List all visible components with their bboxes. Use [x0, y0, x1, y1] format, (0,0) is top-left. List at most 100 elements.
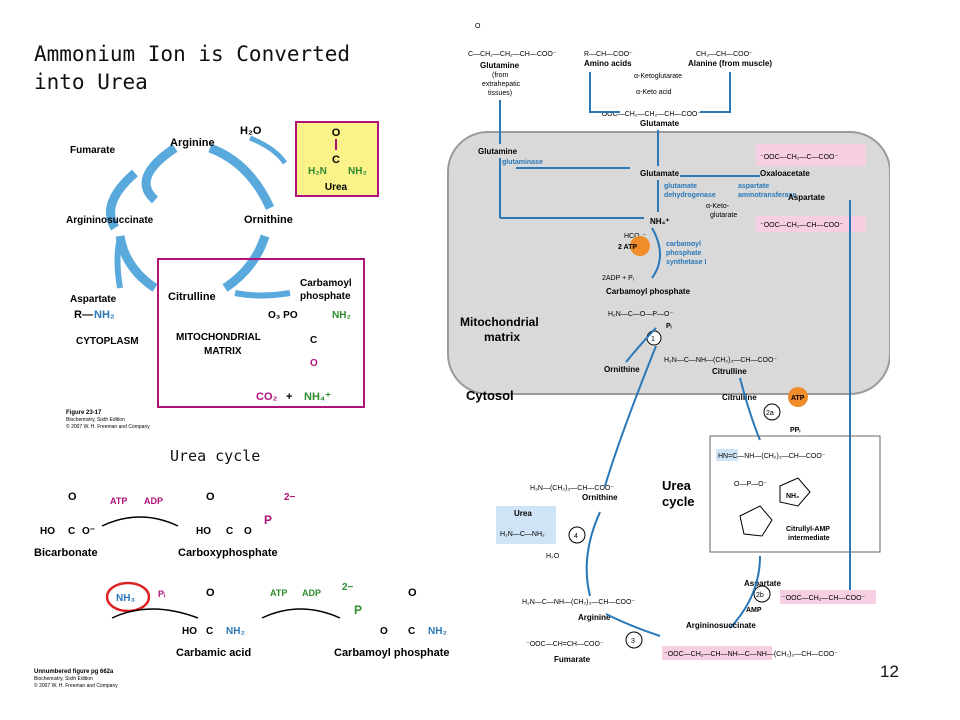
aspartate-formula: ⁻OOC—CH₂—CH—COO⁻ — [760, 222, 844, 229]
step-2b-label: 2b — [756, 592, 764, 599]
pathway-figure: O C—CH₂—CH₂—CH—COO⁻ Glutamine (from extr… — [447, 23, 890, 664]
aspartate-formula-cyto: ⁻OOC—CH₂—CH—COO⁻ — [782, 595, 866, 602]
arrow-argsucc-arginine — [605, 613, 661, 637]
arrow-cps — [651, 227, 661, 279]
urea-c: C — [332, 154, 340, 166]
label-ppi: PPᵢ — [790, 427, 800, 434]
arrow-amp-argsucc — [729, 555, 761, 629]
urea-formula-cyto: H₂N—C—NH₂ — [500, 531, 545, 538]
arrow-argsucc-fumarate — [106, 169, 138, 231]
arrow-arginine-ornithine — [208, 143, 275, 210]
page-number: 12 — [880, 662, 899, 681]
label-citrullyl-amp-2: intermediate — [788, 535, 830, 542]
caption-urea-cycle: Urea cycle — [170, 447, 261, 465]
glutamine-structure: O — [475, 23, 481, 30]
argsucc-box — [662, 646, 772, 660]
carbamoyl-charge: 2− — [342, 582, 354, 593]
carbamic-o: O — [206, 587, 215, 599]
carbamoyl-nh2: NH₂ — [428, 626, 447, 637]
step-2a-circle — [763, 403, 781, 421]
urea-cycle-figure: O C H₂N NH₂ Urea Arginine H₂O Fumarate A… — [66, 121, 379, 430]
label-mito-2: matrix — [484, 330, 520, 344]
oxaloacetate-box — [756, 144, 866, 166]
slide-title: Ammonium Ion is Converted into Urea — [34, 40, 394, 96]
label-arginine: Arginine — [170, 137, 215, 149]
carboxy-charge: 2− — [284, 492, 296, 503]
label-glutaminase: glutaminase — [502, 159, 543, 166]
label-carbamoyl-2: phosphate — [300, 291, 351, 302]
oxaloacetate-formula: ⁻OOC—CH₂—C—COO⁻ — [760, 154, 838, 161]
urea-box — [295, 121, 379, 197]
label-argininosuccinate: Argininosuccinate — [66, 215, 154, 226]
nh3-label: NH₃ — [116, 593, 135, 604]
label-bicarbonate: Bicarbonate — [34, 547, 98, 559]
label-a-keto-glut-2: glutarate — [710, 212, 737, 219]
label-cps-3: synthetase I — [666, 259, 707, 266]
carbamoyl-o-bridge: O — [380, 626, 388, 637]
arrow-citrulline-amp — [739, 377, 761, 441]
argsucc-formula: ⁻OOC—CH₂—CH—NH—C—NH—(CH₂)₃—CH—COO⁻ — [664, 651, 838, 658]
label-a-keto-glut-1: α-Keto- — [706, 203, 730, 210]
carbamic-c: C — [206, 626, 213, 637]
carboxy-p: P — [264, 513, 272, 527]
bicarb-o-top: O — [68, 491, 77, 503]
pi-label: Pᵢ — [158, 589, 166, 599]
label-glutamate-dh-1: glutamate — [664, 183, 697, 190]
citrullyl-formula: HN=C—NH—(CH₂)₃—CH—COO⁻ — [718, 453, 826, 460]
amino-acid-formula: R—CH—COO⁻ — [584, 51, 633, 58]
label-fumarate: Fumarate — [554, 655, 591, 664]
label-amp: AMP — [746, 607, 762, 614]
arrow-ornithine-up — [604, 345, 657, 487]
label-h2o: H₂O — [546, 553, 560, 560]
arrow-carbamoyl-in — [234, 290, 291, 299]
label-citrulline: Citrulline — [168, 291, 216, 303]
glutamine-formula: C—CH₂—CH₂—CH—COO⁻ — [468, 51, 557, 58]
carbamoyl-o: O — [310, 358, 318, 369]
bicarb-ho: HO — [40, 526, 55, 537]
glutamine-src-2: extrahepatic — [482, 81, 521, 88]
label-amino-acids: Amino acids — [584, 59, 632, 68]
label-citrullyl-amp-1: Citrullyl-AMP — [786, 526, 830, 533]
label-carbamoyl-phosphate: Carbamoyl phosphate — [334, 647, 450, 659]
glutamine-src-1: (from — [492, 72, 509, 79]
arrow-alanine-glutamate — [700, 72, 731, 113]
carboxy-ho: HO — [196, 526, 211, 537]
label-nh4: NH₄⁺ — [304, 391, 331, 403]
aspartate-box-cyto — [780, 590, 876, 604]
urea-o: O — [332, 127, 341, 139]
arrow-citrulline-argsucc — [115, 235, 158, 292]
step-1-label: 1 — [651, 336, 655, 343]
label-hco3: HCO₃⁻ — [624, 233, 646, 240]
label-carboxyphosphate: Carboxyphosphate — [178, 547, 278, 559]
carbamoyl-formula: H₂N—C—O—P—O⁻ — [608, 311, 673, 318]
label-nh4: NH₄⁺ — [650, 217, 670, 226]
label-asp-at-2: aminotransferase — [738, 192, 796, 199]
label-urea-cycle-2: cycle — [662, 494, 695, 509]
label-cytosol: Cytosol — [466, 388, 514, 403]
label-glutamine-top: Glutamine — [480, 61, 520, 70]
arrow-arginine-ornithine — [585, 511, 601, 597]
label-urea-cycle-1: Urea — [662, 478, 692, 493]
bicarb-c: C — [68, 526, 75, 537]
label-ornithine: Ornithine — [244, 214, 293, 226]
title-line-2: into Urea — [34, 70, 148, 94]
carbamoyl-nh2: NH₂ — [332, 310, 351, 321]
step-2b-circle — [753, 585, 771, 603]
label-mito-2: MATRIX — [204, 346, 242, 357]
label-citrulline-mito: Citrulline — [712, 367, 747, 376]
step-2a-label: 2a — [766, 410, 774, 417]
label-plus: + — [286, 391, 292, 403]
label-urea-cyto: Urea — [514, 509, 532, 518]
label-carbamoyl-phosphate: Carbamoyl phosphate — [606, 287, 691, 296]
carbamoyl-c: C — [408, 626, 415, 637]
nh3-circle — [105, 581, 151, 613]
citrullyl-nh2: NH₂ — [786, 493, 799, 500]
glutamine-src-3: tissues) — [488, 90, 512, 97]
mitochondrion-shape — [447, 131, 890, 395]
arrow-urea-out — [249, 135, 288, 165]
adenine-ring — [779, 477, 811, 507]
arrow-ornithine-citrulline — [625, 327, 657, 363]
label-2adp: 2ADP + Pᵢ — [602, 275, 634, 282]
label-cps-1: carbamoyl — [666, 241, 701, 248]
label-aspartate-cyto: Aspartate — [744, 579, 781, 588]
